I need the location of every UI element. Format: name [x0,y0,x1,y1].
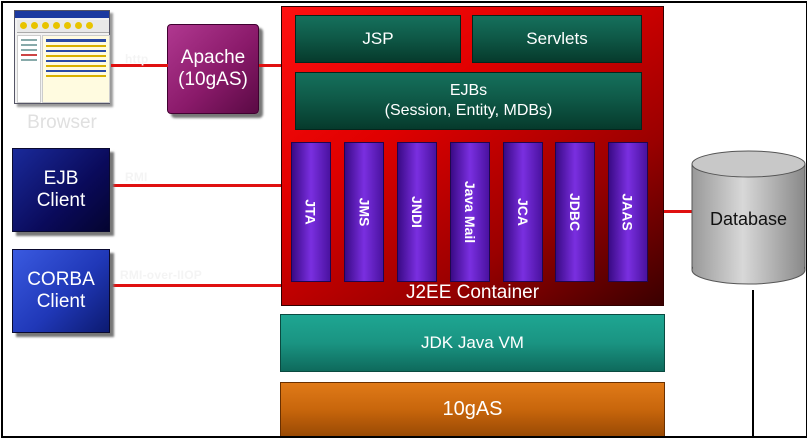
jdk-java-vm-label: JDK Java VM [421,333,524,352]
ejbs-box: EJBs (Session, Entity, MDBs) [295,72,642,130]
jta-service: JTA [291,142,331,282]
rmi-protocol-label: RMI [125,170,148,184]
jaas-service: JAAS [608,142,648,282]
jdbc-service: JDBC [555,142,595,282]
ejbs-sublabel: (Session, Entity, MDBs) [384,102,553,119]
http-protocol-label: http [125,52,149,66]
database-label: Database [709,209,788,229]
servlets-label: Servlets [526,29,588,48]
jca-service: JCA [503,142,543,282]
apache-label-line2: (10gAS) [178,69,248,90]
jdk-java-vm-layer: JDK Java VM [280,314,665,372]
java-mail-service: Java Mail [450,142,490,282]
corba-client-line1: CORBA [27,269,95,290]
jsp-box: JSP [295,15,461,63]
corba-client-line2: Client [36,291,86,312]
jndi-service: JNDI [397,142,437,282]
10gas-platform-label: 10gAS [442,398,503,420]
apache-container-link [259,64,282,67]
10gas-platform-layer: 10gAS [280,382,665,437]
right-guide-line [752,290,754,437]
apache-label-line1: Apache [180,47,246,68]
database-link [663,210,693,213]
servlets-box: Servlets [472,15,642,63]
browser-caption: Browser [27,112,97,133]
rmi-link [111,184,282,187]
j2ee-container-label: J2EE Container [405,282,540,303]
apache-box: Apache (10gAS) [167,24,259,114]
ejb-client-line1: EJB [43,168,79,189]
ejb-client-box: EJB Client [12,148,110,232]
corba-client-box: CORBA Client [12,249,110,333]
jms-service: JMS [344,142,384,282]
rmi-iiop-protocol-label: RMI-over-IIOP [120,268,202,282]
browser-screenshot-icon [14,10,110,104]
database-cylinder [691,150,806,285]
ejbs-label: EJBs [449,82,488,99]
rmi-iiop-link [111,284,282,287]
jsp-label: JSP [362,29,394,48]
http-link [111,64,168,67]
ejb-client-line2: Client [36,190,86,211]
